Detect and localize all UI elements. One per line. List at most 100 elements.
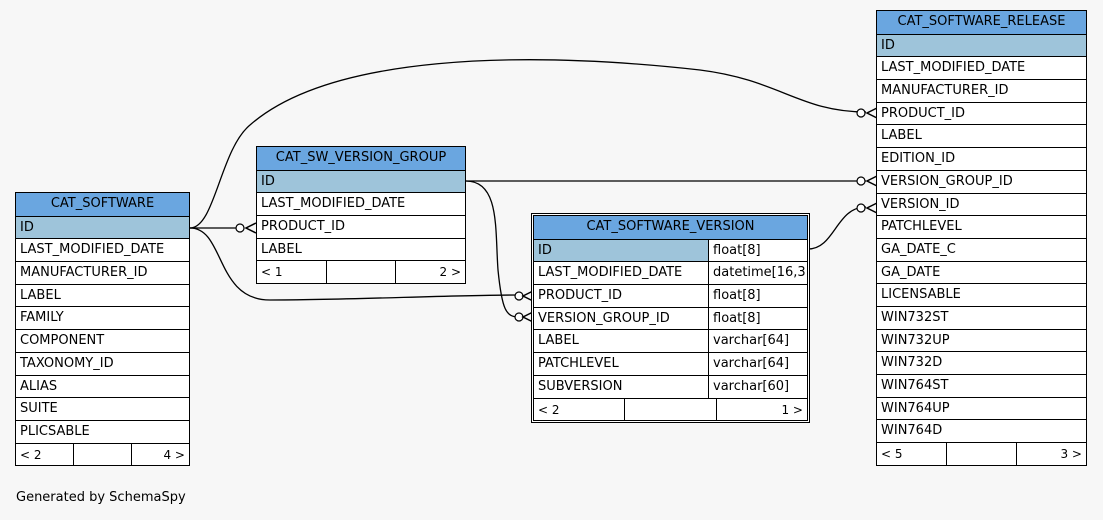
column-row[interactable]: LICENSABLE [877,283,1086,306]
column-row[interactable]: ALIAS [16,374,189,398]
crowfoot-icon [865,175,878,187]
column-row[interactable]: LABEL [16,283,189,307]
column-name: ID [881,37,895,53]
column-row[interactable]: SUITE [16,397,189,420]
column-row[interactable]: COMPONENT [16,329,189,352]
column-name: WIN732UP [881,332,950,348]
column-name: LAST_MODIFIED_DATE [881,60,1026,76]
column-row[interactable]: WIN764UP [877,396,1086,420]
column-name: PRODUCT_ID [261,219,345,235]
column-row[interactable]: LABEL [257,237,465,261]
column-type: float[8] [708,239,807,262]
column-type: varchar[64] [708,330,807,353]
crowfoot-icon [244,222,257,234]
table-header: CAT_SOFTWARE_RELEASE [877,11,1086,34]
crowfoot-icon [521,290,534,302]
column-row[interactable]: VERSION_ID [877,192,1086,216]
column-row[interactable]: GA_DATE_C [877,237,1086,261]
column-name: WIN764ST [881,378,949,393]
column-row[interactable]: EDITION_ID [877,147,1086,170]
relation-software-to-release-product [189,59,867,229]
column-row[interactable]: VERSION_GROUP_ID [877,169,1086,193]
column-name: MANUFACTURER_ID [881,83,1009,99]
column-name: PRODUCT_ID [881,105,965,121]
crowfoot-icon [521,311,534,323]
column-name: WIN732D [881,355,943,371]
table-header: CAT_SOFTWARE_VERSION [534,216,807,239]
parents-count[interactable]: < 2 [20,447,42,462]
column-row[interactable]: PRODUCT_ID float[8] [534,284,807,307]
table-cat-software-release[interactable]: CAT_SOFTWARE_RELEASE ID LAST_MODIFIED_DATE… [876,10,1087,466]
column-name: ALIAS [20,378,58,394]
column-name: TAXONOMY_ID [20,355,114,371]
column-row[interactable]: LABEL [877,124,1086,147]
column-row[interactable]: SUBVERSION varchar[60] [534,374,807,398]
column-name: PATCHLEVEL [881,219,962,235]
column-row[interactable]: WIN764D [877,419,1086,442]
column-row[interactable]: WIN732UP [877,328,1086,352]
column-row[interactable]: PRODUCT_ID [257,215,465,238]
table-footer: < 5 3 > [877,442,1086,465]
column-row[interactable]: WIN732D [877,351,1086,374]
footer-spacer [624,398,715,421]
column-name: VERSION_GROUP_ID [538,310,670,326]
column-name: WIN764D [881,423,943,439]
column-row[interactable]: TAXONOMY_ID [16,351,189,375]
column-row[interactable]: LAST_MODIFIED_DATE [877,56,1086,79]
primary-key-row[interactable]: ID [877,33,1086,57]
optional-circle-icon [235,223,245,233]
column-row[interactable]: PATCHLEVEL [877,215,1086,238]
column-name: LABEL [881,128,922,144]
column-type: varchar[60] [708,375,807,398]
relation-software-to-version-product [189,227,520,301]
column-row[interactable]: GA_DATE [877,260,1086,284]
column-row[interactable]: PRODUCT_ID [877,101,1086,125]
column-row[interactable]: LAST_MODIFIED_DATE [16,238,189,261]
column-row[interactable]: LAST_MODIFIED_DATE [257,192,465,215]
parents-count[interactable]: < 5 [881,447,903,462]
children-count[interactable]: 2 > [395,261,465,284]
column-type: varchar[64] [708,353,807,375]
table-header: CAT_SW_VERSION_GROUP [257,147,465,170]
column-name: FAMILY [20,310,64,326]
column-row[interactable]: PLICSABLE [16,419,189,443]
column-row[interactable]: MANUFACTURER_ID [16,261,189,284]
footer-spacer [946,443,1016,465]
children-count[interactable]: 3 > [1016,443,1086,465]
children-count[interactable]: 1 > [715,398,807,421]
generated-by-label: Generated by SchemaSpy [16,490,186,505]
table-footer: < 2 1 > [534,397,807,421]
children-count[interactable]: 4 > [131,443,189,466]
column-row[interactable]: WIN764ST [877,374,1086,397]
column-type: float[8] [708,285,807,307]
parents-count[interactable]: < 1 [261,265,283,280]
column-name: COMPONENT [20,333,105,349]
column-name: PATCHLEVEL [538,356,619,372]
column-row[interactable]: MANUFACTURER_ID [877,79,1086,102]
column-name: ID [261,173,275,189]
table-cat-sw-version-group[interactable]: CAT_SW_VERSION_GROUP ID LAST_MODIFIED_DATE… [256,146,466,285]
column-name: SUBVERSION [538,378,623,394]
column-name: LAST_MODIFIED_DATE [538,265,683,281]
primary-key-row[interactable]: ID [16,215,189,239]
table-footer: < 1 2 > [257,260,465,284]
column-name: WIN732ST [881,309,949,325]
column-row[interactable]: FAMILY [16,306,189,329]
column-name: LABEL [20,287,61,303]
footer-spacer [73,443,131,466]
column-name: SUITE [20,401,58,417]
column-name: PRODUCT_ID [538,288,622,304]
column-row[interactable]: PATCHLEVEL varchar[64] [534,352,807,375]
optional-circle-icon [856,108,866,118]
column-name: WIN764UP [881,400,950,416]
column-name: VERSION_GROUP_ID [881,173,1013,189]
parents-count[interactable]: < 2 [538,402,560,417]
column-row[interactable]: WIN732ST [877,305,1086,329]
primary-key-row[interactable]: ID [257,169,465,193]
